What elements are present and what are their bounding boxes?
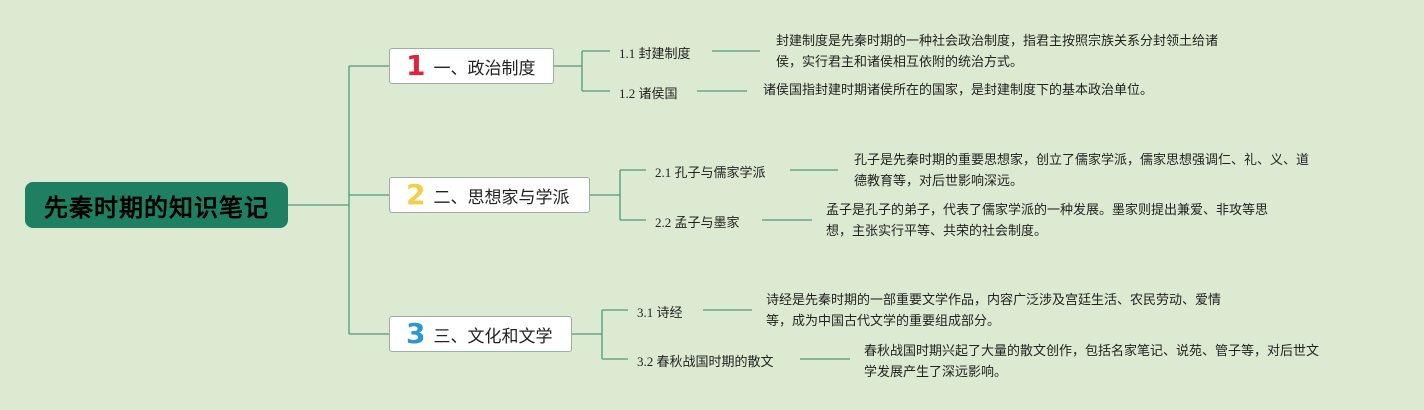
desc-line: 想，主张实行平等、共荣的社会制度。 — [826, 224, 1048, 239]
desc-line: 学发展产生了深远影响。 — [864, 365, 1008, 380]
branch-culture-literature[interactable]: 3 三、文化和文学 — [389, 316, 572, 352]
branch-thinkers-schools[interactable]: 2 二、思想家与学派 — [389, 177, 590, 213]
topic-book-of-songs[interactable]: 3.1 诗经 — [637, 305, 683, 320]
desc-line: 等，成为中国古代文学的重要组成部分。 — [766, 314, 1001, 329]
root-node[interactable]: 先秦时期的知识笔记 — [25, 182, 288, 228]
topic-description: 封建制度是先秦时期的一种社会政治制度，指君主按照宗族关系分封领土给诸 侯，实行君… — [776, 31, 1276, 73]
topic-description: 春秋战国时期兴起了大量的散文创作，包括名家笔记、说苑、管子等，对后世文 学发展产… — [864, 341, 1384, 383]
branch-political-system[interactable]: 1 一、政治制度 — [389, 48, 554, 84]
branch-label: 一、政治制度 — [433, 58, 536, 79]
desc-line: 诸侯国指封建时期诸侯所在的国家，是封建制度下的基本政治单位。 — [763, 83, 1154, 98]
number-1-icon: 1 — [406, 49, 426, 82]
root-title: 先秦时期的知识笔记 — [44, 193, 269, 222]
topic-vassal-states[interactable]: 1.2 诸侯国 — [619, 86, 678, 101]
topic-description: 诗经是先秦时期的一部重要文学作品，内容广泛涉及宫廷生活、农民劳动、爱情 等，成为… — [766, 290, 1286, 332]
desc-line: 春秋战国时期兴起了大量的散文创作，包括名家笔记、说苑、管子等，对后世文 — [864, 344, 1320, 359]
number-3-icon: 3 — [406, 317, 426, 350]
topic-confucius[interactable]: 2.1 孔子与儒家学派 — [655, 165, 766, 180]
branch-label: 二、思想家与学派 — [433, 187, 570, 208]
desc-line: 侯，实行君主和诸侯相互依附的统治方式。 — [776, 55, 1024, 70]
topic-description: 孟子是孔子的弟子，代表了儒家学派的一种发展。墨家则提出兼爱、非攻等思 想，主张实… — [826, 200, 1326, 242]
desc-line: 诗经是先秦时期的一部重要文学作品，内容广泛涉及宫廷生活、农民劳动、爱情 — [766, 293, 1222, 308]
branch-label: 三、文化和文学 — [433, 326, 553, 347]
desc-line: 孟子是孔子的弟子，代表了儒家学派的一种发展。墨家则提出兼爱、非攻等思 — [826, 203, 1269, 218]
topic-prose[interactable]: 3.2 春秋战国时期的散文 — [637, 354, 774, 369]
desc-line: 德教育等，对后世影响深远。 — [854, 174, 1024, 189]
topic-description: 孔子是先秦时期的重要思想家，创立了儒家学派，儒家思想强调仁、礼、义、道 德教育等… — [854, 150, 1374, 192]
topic-description: 诸侯国指封建时期诸侯所在的国家，是封建制度下的基本政治单位。 — [763, 80, 1363, 101]
desc-line: 孔子是先秦时期的重要思想家，创立了儒家学派，儒家思想强调仁、礼、义、道 — [854, 153, 1310, 168]
desc-line: 封建制度是先秦时期的一种社会政治制度，指君主按照宗族关系分封领土给诸 — [776, 34, 1219, 49]
topic-feudal-system[interactable]: 1.1 封建制度 — [619, 46, 691, 61]
number-2-icon: 2 — [406, 178, 426, 211]
topic-mencius-mohism[interactable]: 2.2 孟子与墨家 — [655, 215, 740, 230]
